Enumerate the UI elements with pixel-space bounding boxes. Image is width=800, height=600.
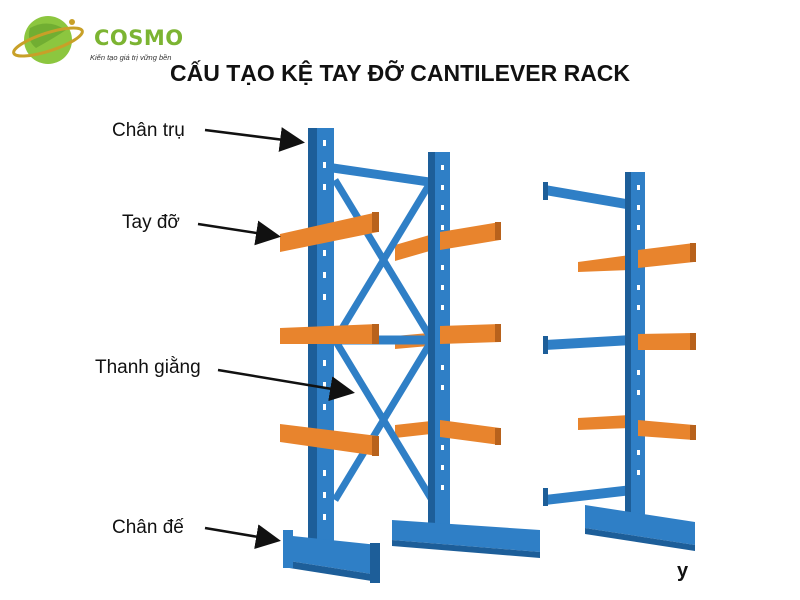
arms-right <box>440 222 501 445</box>
base-front <box>283 530 380 583</box>
page-title: CẤU TẠO KỆ TAY ĐỠ CANTILEVER RACK <box>169 60 631 86</box>
brace <box>332 178 435 502</box>
corner-mark: y <box>677 560 689 582</box>
label-column: Chân trụ <box>112 120 185 141</box>
brand-logo: COSMO Kiến tạo giá trị vững bền <box>10 8 200 68</box>
brand-name: COSMO <box>94 26 184 50</box>
label-base: Chân đế <box>112 517 184 538</box>
single-rack <box>543 172 696 551</box>
pointer-arrows <box>197 127 355 549</box>
label-brace: Thanh giằng <box>95 357 201 378</box>
planet-icon <box>12 16 84 64</box>
label-arm: Tay đỡ <box>122 212 180 233</box>
brand-tagline: Kiến tạo giá trị vững bền <box>90 53 172 62</box>
arms-front <box>280 212 379 456</box>
base-back <box>392 520 540 558</box>
